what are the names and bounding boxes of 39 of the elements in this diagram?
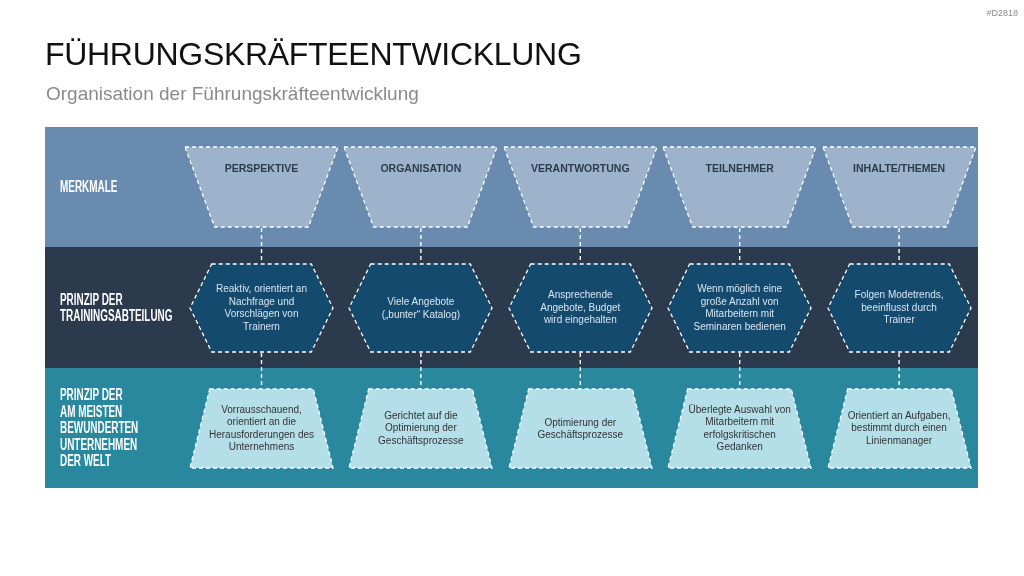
page-subtitle: Organisation der Führungskräfteentwicklung [46, 82, 419, 106]
principle-hexagon [507, 263, 653, 353]
practice-text: Orientiert an Aufgaben, bestimmt durch einen Linienmanager [846, 409, 952, 448]
principle-text: Reaktiv, orientiert an Nachfrage und Vorschlägen von Trainern [215, 283, 308, 333]
principle-text: Folgen Modetrends, beeinflusst durch Trainer [853, 289, 945, 327]
practice-text: Vorrausschauend, orientiert an die Herausforderungen des Unternehmens [208, 403, 315, 454]
row-band [45, 127, 978, 247]
practice-trapezoid [507, 388, 653, 469]
principle-hexagon [189, 263, 334, 353]
row-heading: PRINZIP DER AM MEISTEN BEWUNDERTEN UNTERNEHMEN DER WELT [60, 386, 139, 470]
principle-hexagon [348, 263, 494, 353]
category-trapezoid [502, 146, 658, 228]
practice-text: Überlegte Auswahl von Mitarbeitern mit erfolgskritischen Gedanken [687, 403, 792, 454]
principle-hexagon [667, 263, 813, 353]
page-title: FÜHRUNGSKRÄFTEENTWICKLUNG [45, 35, 582, 73]
category-label: ORGANISATION [379, 161, 463, 175]
principle-text: Viele Angebote („bunter“ Katalog) [380, 295, 462, 321]
principle-text: Wenn möglich eine große Anzahl von Mitarbeitern mit Seminaren bedienen [692, 283, 787, 333]
principle-text: Ansprechende Angebote, Budget wird eingehalten [539, 289, 622, 327]
category-label: PERSPEKTIVE [223, 161, 300, 175]
category-trapezoid [662, 146, 818, 228]
category-label: VERANTWORTUNG [530, 161, 631, 175]
row-heading: MERKMALE [60, 178, 119, 196]
row-heading: PRINZIP DER TRAININGSABTEILUNG [60, 291, 174, 324]
practice-trapezoid [189, 388, 334, 469]
category-trapezoid [184, 146, 339, 228]
practice-trapezoid [826, 388, 972, 469]
practice-text: Optimierung der Geschäftsprozesse [536, 416, 625, 441]
row-band [45, 368, 978, 488]
category-trapezoid [821, 146, 977, 228]
row-band [45, 247, 978, 368]
slide-code: #D2818 [986, 8, 1018, 19]
practice-text: Gerichtet auf die Optimierung der Geschäftsprozesse [377, 409, 465, 448]
category-label: TEILNEHMER [704, 161, 775, 175]
category-label: INHALTE/THEMEN [852, 161, 947, 175]
category-trapezoid [343, 146, 499, 228]
practice-trapezoid [348, 388, 494, 469]
principle-hexagon [826, 263, 972, 353]
practice-trapezoid [667, 388, 813, 469]
